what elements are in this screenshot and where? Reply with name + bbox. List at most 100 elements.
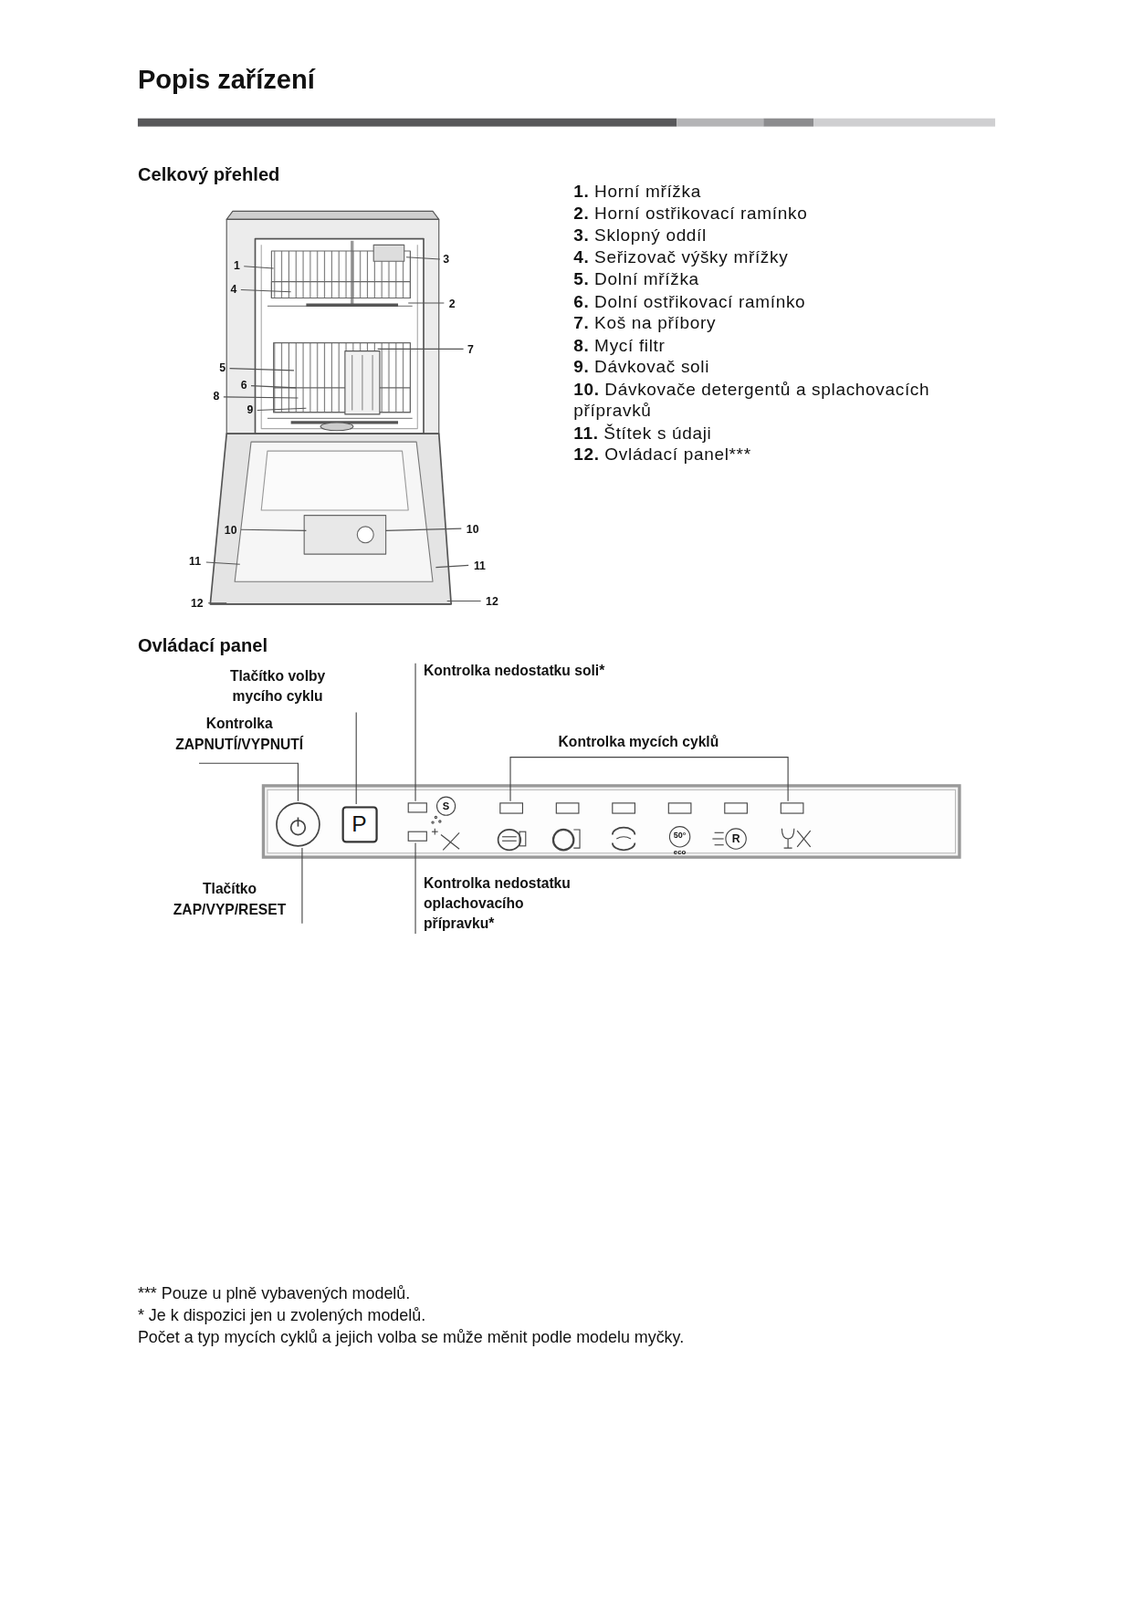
leader-lines-part [257, 408, 307, 410]
control-panel-part [669, 827, 690, 848]
control-panel-part [442, 832, 460, 850]
control-panel-part [498, 829, 522, 850]
leader-lines-part [447, 600, 482, 602]
button-letter: P [351, 813, 367, 837]
parts-list-item: 10.Dávkovače detergentů a splachovacích … [573, 377, 982, 422]
item-number: 10. [573, 378, 599, 399]
control-panel-part [714, 832, 724, 834]
dishwasher-drawing-part [372, 355, 374, 410]
part-name: Sklopný oddíl [594, 225, 707, 245]
parts-list-item: 1.Horní mřížka [573, 180, 982, 203]
dishwasher-drawing-part [261, 244, 418, 429]
panel-label: Tlačítko ZAP/VYP/RESET [163, 879, 296, 921]
control-panel-part [616, 837, 631, 840]
control-panel-part [724, 803, 748, 814]
parts-list-item: 7.Koš na příbory [573, 312, 982, 335]
panel-label: Kontrolka mycích cyklů [558, 733, 720, 752]
control-panel-part [797, 830, 811, 848]
part-name: Mycí filtr [594, 335, 665, 355]
leader-lines-part [206, 562, 241, 565]
item-number: 2. [573, 203, 589, 223]
leader-lines [206, 257, 482, 604]
control-panel-part [502, 836, 517, 838]
dishwasher-drawing-part [209, 603, 452, 605]
parts-list-item: 4.Seřizovač výšky mřížky [573, 246, 982, 269]
panel-leaders-part [414, 663, 416, 802]
dishwasher-drawing-part [271, 282, 410, 299]
control-panel-part [408, 831, 427, 841]
dishwasher-drawing [209, 210, 452, 604]
control-panel-part [502, 840, 517, 842]
program-button: P [341, 806, 378, 843]
dishwasher-drawing-part [261, 451, 409, 511]
icon-text: 50° [673, 831, 687, 841]
callout-number: 11 [473, 559, 486, 572]
control-panel-part [780, 803, 804, 814]
footnote: *** Pouze u plně vybavených modelů. [137, 1283, 410, 1304]
parts-list-item: 12.Ovládací panel*** [573, 443, 982, 466]
header-bar-part [676, 118, 764, 127]
icon-letter: S [442, 800, 450, 812]
callout-number: 10 [224, 524, 238, 536]
part-name: Seřizovač výšky mřížky [594, 247, 788, 267]
dishwasher-drawing-part [273, 343, 411, 413]
dishwasher-drawing-part [234, 441, 433, 582]
control-panel-part [408, 803, 427, 813]
leader-lines-part [386, 528, 462, 531]
dishwasher-drawing-part [345, 351, 380, 415]
panel-leaders [199, 663, 788, 934]
parts-list-item: 6.Dolní ostřikovací ramínko [573, 290, 982, 313]
panel-label: Tlačítko volby mycího cyklu [216, 665, 339, 707]
panel-leaders-part [510, 757, 788, 802]
item-number: 1. [573, 181, 589, 201]
dishwasher-drawing-part [361, 355, 363, 410]
panel-leaders-part [414, 842, 416, 934]
panel-leaders-part [301, 848, 303, 924]
leader-lines-part [251, 386, 296, 389]
leader-lines-part [408, 302, 444, 304]
control-panel-part [437, 797, 456, 816]
item-number: 3. [573, 225, 589, 245]
panel-label: Kontrolka nedostatku soli* [423, 660, 605, 680]
callout-number: 10 [466, 522, 480, 535]
item-number: 12. [573, 444, 599, 464]
item-number: 5. [573, 269, 589, 289]
control-panel-part [500, 803, 524, 814]
part-name: Ovládací panel*** [604, 444, 751, 464]
control-panel-part [725, 828, 746, 850]
callout-number: 9 [246, 403, 253, 416]
leader-lines-part [377, 348, 464, 350]
part-name: Štítek s údaji [603, 422, 712, 442]
control-panel-part [556, 803, 579, 814]
callout-number: 6 [241, 378, 248, 391]
callout-number: 7 [467, 343, 474, 356]
leader-lines-part [406, 257, 441, 260]
control-panel-part [434, 816, 437, 819]
control-panel-part [797, 830, 811, 848]
item-number: 7. [573, 313, 589, 333]
parts-list-item: 9.Dávkovač soli [573, 356, 982, 378]
header-bar-part [763, 118, 814, 127]
leader-lines-part [241, 529, 307, 531]
control-panel-part [297, 818, 300, 828]
header-bar [137, 118, 996, 127]
icon-letter: R [732, 832, 741, 845]
part-name: Dolní ostřikovací ramínko [594, 291, 806, 311]
control-panel-part [439, 820, 441, 823]
item-number: 6. [573, 291, 589, 311]
control-panel-part [668, 803, 692, 814]
dishwasher-drawing-part [320, 422, 354, 431]
panel-leaders-part [199, 763, 298, 801]
panel-label: Kontrolka ZAPNUTÍ/VYPNUTÍ [165, 713, 314, 755]
parts-list-item: 3.Sklopný oddíl [573, 224, 982, 247]
part-name: Horní mřížka [594, 181, 702, 201]
dishwasher-drawing-part [351, 355, 353, 410]
parts-list-item: 5.Dolní mřížka [573, 268, 982, 291]
control-panel-part [519, 831, 526, 847]
parts-list-item: 11.Štítek s údaji [573, 421, 982, 444]
header-bar-part [813, 118, 996, 127]
dishwasher-drawing-part [373, 244, 405, 262]
footnote: Počet a typ mycích cyklů a jejich volba … [137, 1328, 684, 1349]
part-name: Dolní mřížka [594, 269, 700, 289]
